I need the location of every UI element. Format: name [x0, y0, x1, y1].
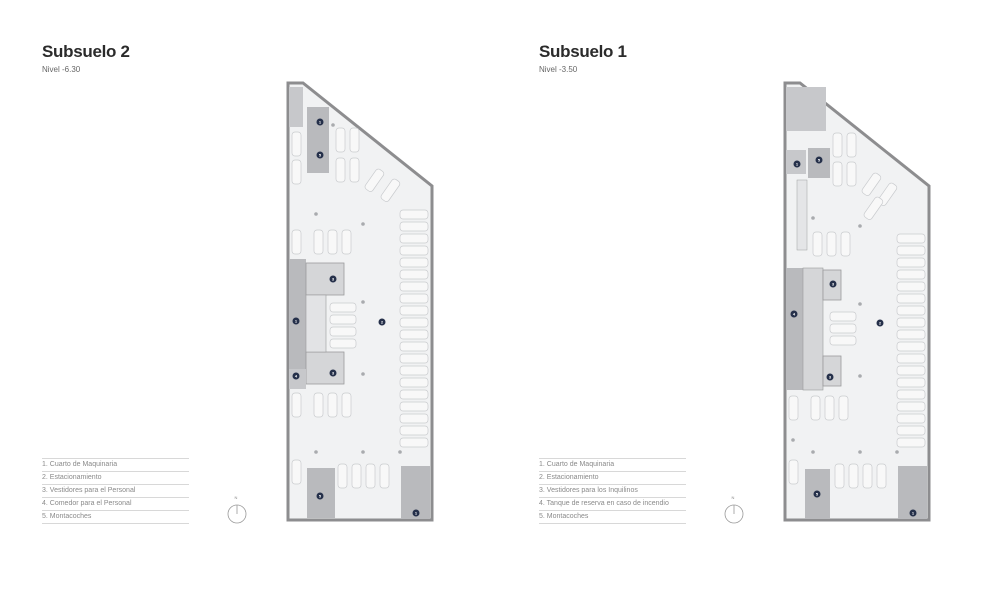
floor-plan-drawing: N: [724, 81, 931, 524]
svg-text:1: 1: [295, 319, 298, 324]
room-marker: 3: [329, 369, 337, 377]
pillars: [791, 216, 899, 454]
svg-text:5: 5: [319, 494, 322, 499]
room-marker: 1: [316, 118, 324, 126]
svg-text:4: 4: [793, 312, 796, 317]
room-marker: 5: [316, 492, 324, 500]
legend: 1. Cuarto de Maquinaria 2. Estacionamien…: [42, 458, 189, 524]
svg-text:1: 1: [912, 511, 915, 516]
floor-plan-drawing: N: [227, 81, 434, 524]
svg-text:3: 3: [332, 371, 335, 376]
room-marker: 4: [790, 310, 798, 318]
pillars: [314, 123, 402, 454]
building-outline: [286, 81, 434, 522]
legend-item: 5. Montacoches: [42, 511, 189, 524]
svg-text:5: 5: [818, 158, 821, 163]
legend-item: 1. Cuarto de Maquinaria: [539, 458, 686, 472]
compass: N: [724, 495, 744, 524]
plan-title: Subsuelo 1: [539, 42, 627, 61]
svg-text:2: 2: [879, 321, 882, 326]
svg-text:1: 1: [796, 162, 799, 167]
room-marker: 3: [329, 275, 337, 283]
svg-text:4: 4: [295, 374, 298, 379]
room-markers: 1 5 3 1 2 4 3 5 1: [292, 118, 420, 517]
room-marker: 5: [316, 151, 324, 159]
plan-panel-subsuelo-2: Subsuelo 2 Nivel -6.30 1. Cuarto de Maqu…: [42, 42, 434, 524]
compass: N: [227, 495, 247, 524]
room-marker: 1: [292, 317, 300, 325]
plan-title: Subsuelo 2: [42, 42, 130, 61]
svg-text:3: 3: [332, 277, 335, 282]
svg-text:5: 5: [319, 153, 322, 158]
room-marker: 4: [292, 372, 300, 380]
legend-item: 4. Comedor para el Personal: [42, 498, 189, 511]
legend-item: 5. Montacoches: [539, 511, 686, 524]
legend-item: 1. Cuarto de Maquinaria: [42, 458, 189, 472]
svg-text:5: 5: [816, 492, 819, 497]
room-marker: 1: [793, 160, 801, 168]
svg-text:2: 2: [381, 320, 384, 325]
room-marker: 3: [826, 373, 834, 381]
legend-item: 3. Vestidores para el Personal: [42, 485, 189, 498]
room-marker: 1: [909, 509, 917, 517]
north-label: N: [732, 495, 735, 500]
room-marker: 5: [815, 156, 823, 164]
north-label: N: [235, 495, 238, 500]
legend-item: 3. Vestidores para los Inquilinos: [539, 485, 686, 498]
legend-item: 4. Tanque de reserva en caso de incendio: [539, 498, 686, 511]
room-marker: 5: [813, 490, 821, 498]
room-marker: 1: [412, 509, 420, 517]
room-marker: 2: [876, 319, 884, 327]
plan-panel-subsuelo-1: Subsuelo 1 Nivel -3.50 1. Cuarto de Maqu…: [497, 0, 997, 590]
room-markers: 1 5 3 4 2 3 5 1: [790, 156, 917, 517]
plan-level: Nivel -3.50: [539, 65, 578, 74]
parking-stalls: [291, 127, 429, 489]
svg-text:1: 1: [319, 120, 322, 125]
legend-item: 2. Estacionamiento: [539, 472, 686, 485]
legend: 1. Cuarto de Maquinaria 2. Estacionamien…: [539, 458, 686, 524]
legend-item: 2. Estacionamiento: [42, 472, 189, 485]
room-marker: 3: [829, 280, 837, 288]
parking-stalls: [788, 132, 926, 489]
plan-level: Nivel -6.30: [42, 65, 81, 74]
svg-text:1: 1: [415, 511, 418, 516]
svg-text:3: 3: [829, 375, 832, 380]
room-marker: 2: [378, 318, 386, 326]
svg-text:3: 3: [832, 282, 835, 287]
